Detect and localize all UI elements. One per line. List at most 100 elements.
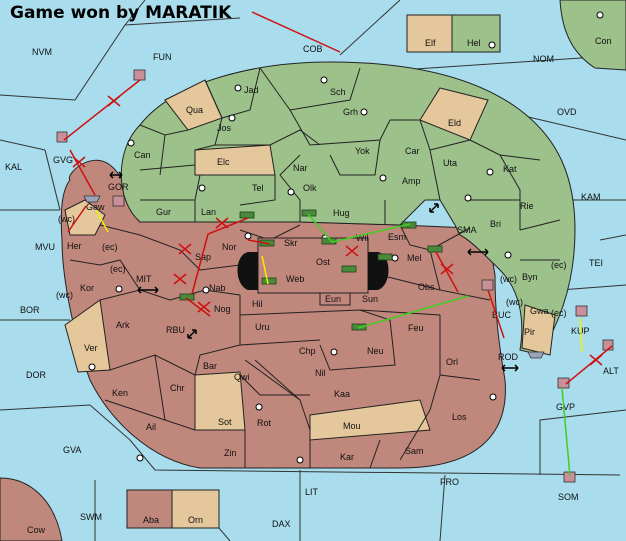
island-aba[interactable] — [126, 489, 173, 529]
svg-text:SMA: SMA — [457, 225, 477, 235]
inland-lake-center — [257, 237, 369, 294]
svg-text:Hel: Hel — [467, 38, 481, 48]
svg-text:Sch: Sch — [330, 87, 346, 97]
svg-text:Ken: Ken — [112, 388, 128, 398]
svg-text:Bar: Bar — [203, 361, 217, 371]
svg-text:Nil: Nil — [315, 368, 326, 378]
svg-text:FRO: FRO — [440, 477, 459, 487]
svg-text:Skr: Skr — [284, 238, 298, 248]
svg-text:Byn: Byn — [522, 272, 538, 282]
failed-order-crosses — [72, 95, 603, 366]
svg-text:(wc): (wc) — [58, 214, 75, 224]
svg-text:(wc): (wc) — [56, 290, 73, 300]
svg-text:Amp: Amp — [402, 176, 421, 186]
svg-text:Nog: Nog — [214, 304, 231, 314]
svg-text:Zin: Zin — [224, 448, 237, 458]
inland-lake-right — [368, 252, 382, 290]
svg-text:Rot: Rot — [257, 418, 272, 428]
svg-text:Qwi: Qwi — [234, 372, 250, 382]
island-orn[interactable] — [171, 489, 220, 529]
supply-centres — [88, 11, 604, 464]
svg-text:Her: Her — [67, 241, 82, 251]
svg-text:Olk: Olk — [303, 183, 317, 193]
svg-text:Los: Los — [452, 412, 467, 422]
order-lines — [63, 11, 613, 477]
svg-text:Neu: Neu — [367, 346, 384, 356]
svg-text:Nab: Nab — [209, 283, 226, 293]
svg-text:KAL: KAL — [5, 162, 22, 172]
svg-text:MVU: MVU — [35, 242, 55, 252]
svg-text:Elf: Elf — [425, 38, 436, 48]
svg-text:LIT: LIT — [305, 487, 319, 497]
svg-text:Rie: Rie — [520, 201, 534, 211]
svg-text:Wil: Wil — [356, 233, 369, 243]
svg-text:Uru: Uru — [255, 322, 270, 332]
svg-text:(wc): (wc) — [500, 274, 517, 284]
svg-text:Esm: Esm — [388, 232, 406, 242]
svg-text:Chp: Chp — [299, 346, 316, 356]
svg-text:BUC: BUC — [492, 310, 512, 320]
svg-text:Con: Con — [595, 36, 612, 46]
svg-text:ALT: ALT — [603, 366, 619, 376]
svg-text:DOR: DOR — [26, 370, 47, 380]
svg-text:MIT: MIT — [136, 274, 152, 284]
game-status-title: Game won by MARATIK — [10, 3, 232, 23]
svg-text:Pir: Pir — [524, 327, 535, 337]
svg-text:Ail: Ail — [146, 422, 156, 432]
svg-text:Car: Car — [405, 146, 420, 156]
svg-text:Chr: Chr — [170, 383, 185, 393]
svg-text:Nar: Nar — [293, 163, 308, 173]
svg-text:GVA: GVA — [63, 445, 81, 455]
svg-text:Ark: Ark — [116, 320, 130, 330]
svg-text:Lan: Lan — [201, 207, 216, 217]
svg-text:RBU: RBU — [166, 325, 185, 335]
svg-text:Hug: Hug — [333, 208, 350, 218]
svg-text:(ec): (ec) — [110, 264, 126, 274]
svg-text:GOR: GOR — [108, 182, 129, 192]
svg-text:Uta: Uta — [443, 158, 457, 168]
svg-text:(ec): (ec) — [551, 308, 567, 318]
svg-text:GVP: GVP — [556, 402, 575, 412]
svg-text:Web: Web — [286, 274, 304, 284]
fleet-units — [83, 195, 545, 359]
svg-text:Mel: Mel — [407, 253, 422, 263]
svg-text:SWM: SWM — [80, 512, 102, 522]
svg-text:Mou: Mou — [343, 421, 361, 431]
svg-text:Sap: Sap — [195, 252, 211, 262]
svg-text:TEI: TEI — [589, 258, 603, 268]
svg-text:Elc: Elc — [217, 157, 230, 167]
svg-text:Gaw: Gaw — [86, 202, 105, 212]
svg-text:Eld: Eld — [448, 118, 461, 128]
svg-text:Kaa: Kaa — [334, 389, 350, 399]
passage-arrows — [109, 171, 519, 372]
neutral-regions — [64, 79, 556, 441]
svg-text:Kor: Kor — [80, 283, 94, 293]
svg-text:(wc): (wc) — [506, 297, 523, 307]
svg-text:Feu: Feu — [408, 323, 424, 333]
svg-text:Hil: Hil — [252, 299, 263, 309]
svg-text:SOM: SOM — [558, 492, 579, 502]
svg-text:NOM: NOM — [533, 54, 554, 64]
svg-text:GVG: GVG — [53, 155, 73, 165]
svg-text:Orl: Orl — [446, 357, 458, 367]
svg-text:Gur: Gur — [156, 207, 171, 217]
svg-text:COB: COB — [303, 44, 323, 54]
svg-text:Bri: Bri — [490, 219, 501, 229]
svg-text:OVD: OVD — [557, 107, 577, 117]
svg-text:Cow: Cow — [27, 525, 46, 535]
unit-markers — [56, 69, 614, 483]
svg-text:Aba: Aba — [143, 515, 159, 525]
svg-text:ROD: ROD — [498, 352, 519, 362]
svg-text:Yok: Yok — [355, 146, 370, 156]
svg-text:Kar: Kar — [340, 452, 354, 462]
svg-text:Qua: Qua — [186, 105, 203, 115]
island-elf[interactable] — [406, 14, 453, 53]
svg-text:Ost: Ost — [316, 257, 331, 267]
island-con[interactable] — [559, 0, 626, 71]
svg-text:Orn: Orn — [188, 515, 203, 525]
svg-text:Ver: Ver — [84, 343, 98, 353]
svg-text:Jad: Jad — [244, 85, 259, 95]
inland-lake-left — [244, 252, 258, 290]
